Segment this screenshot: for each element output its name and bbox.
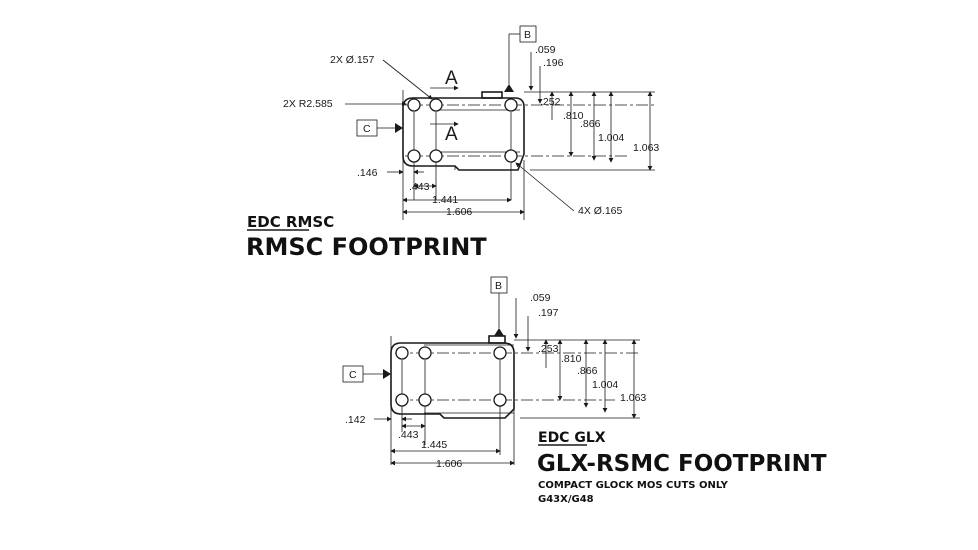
glx-dim-197: .197 — [538, 307, 559, 319]
glx-dim-059: .059 — [530, 292, 551, 304]
glx-subtitle: EDC GLX — [538, 430, 606, 446]
glx-dim-142: .142 — [345, 414, 366, 426]
glx-dim-253: .253 — [538, 343, 559, 355]
glx-plate-outline — [390, 342, 515, 419]
rmsc-subtitle: EDC RMSC — [247, 213, 334, 231]
rmsc-dim-252: .252 — [540, 96, 561, 108]
glx-hole — [418, 346, 432, 360]
glx-dim-1606: 1.606 — [436, 458, 462, 470]
rmsc-dim-146: .146 — [357, 167, 378, 179]
rmsc-dim-1004: 1.004 — [598, 132, 624, 144]
rmsc-datum-c-label: C — [363, 123, 371, 135]
rmsc-hole — [504, 98, 518, 112]
glx-dim-866: .866 — [577, 365, 598, 377]
glx-hole — [418, 393, 432, 407]
rmsc-dim-059: .059 — [535, 44, 556, 56]
glx-drawing: C B .059 .197 .253 .810 .866 1.004 1.063… — [342, 276, 646, 470]
rmsc-dim-810: .810 — [563, 110, 584, 122]
glx-datum-c-label: C — [349, 369, 357, 381]
rmsc-section-a-label: A — [445, 68, 458, 89]
glx-hole — [493, 346, 507, 360]
rmsc-hole — [407, 149, 421, 163]
rmsc-title: RMSC FOOTPRINT — [246, 233, 487, 261]
rmsc-hole — [429, 98, 443, 112]
glx-title: GLX-RSMC FOOTPRINT — [537, 451, 827, 477]
glx-hole — [395, 393, 409, 407]
rmsc-section-a-label: A — [445, 124, 458, 145]
rmsc-dim-443: .443 — [409, 181, 430, 193]
rmsc-radius-label: 2X R2.585 — [283, 98, 333, 110]
rmsc-dim-196: .196 — [543, 57, 564, 69]
rmsc-hole — [504, 149, 518, 163]
glx-dim-1063: 1.063 — [620, 392, 646, 404]
rmsc-datum-b-label: B — [524, 29, 531, 41]
rmsc-dim-1441: 1.441 — [432, 194, 458, 206]
glx-hole — [493, 393, 507, 407]
glx-note-2: G43X/G48 — [538, 494, 594, 505]
rmsc-hole-small-label: 2X Ø.157 — [330, 54, 375, 66]
rmsc-dim-1063: 1.063 — [633, 142, 659, 154]
glx-datum-b-label: B — [495, 280, 502, 292]
rmsc-dim-866: .866 — [580, 118, 601, 130]
glx-dim-810: .810 — [561, 353, 582, 365]
rmsc-dim-1606: 1.606 — [446, 206, 472, 218]
glx-note-1: COMPACT GLOCK MOS CUTS ONLY — [538, 480, 729, 491]
glx-dim-1445: 1.445 — [421, 439, 447, 451]
rmsc-hole — [407, 98, 421, 112]
rmsc-hole-large-label: 4X Ø.165 — [578, 205, 623, 217]
rmsc-drawing: A A C B 2X Ø.157 2X R2.585 4X Ø.165 .059… — [283, 25, 659, 220]
glx-dim-1004: 1.004 — [592, 379, 618, 391]
rmsc-hole — [429, 149, 443, 163]
glx-dim-443: .443 — [398, 429, 419, 441]
glx-hole — [395, 346, 409, 360]
